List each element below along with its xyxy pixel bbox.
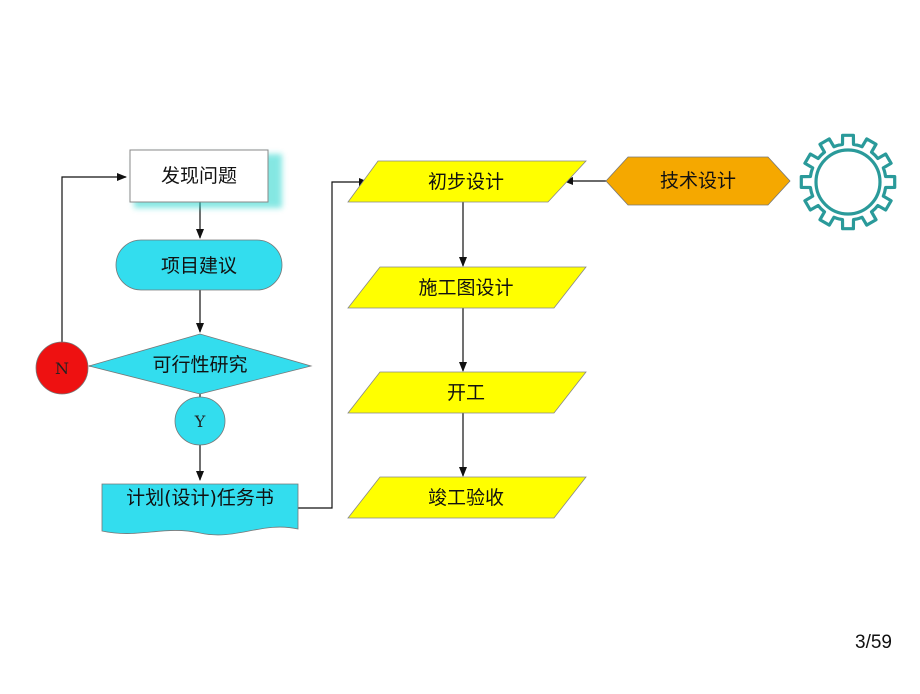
technical-label: 技术设计 — [660, 170, 736, 192]
page-number: 3/59 — [855, 632, 892, 653]
preliminary-label: 初步设计 — [428, 171, 504, 193]
task-book-label: 计划(设计)任务书 — [126, 487, 274, 509]
gear-icon — [799, 133, 897, 231]
arrow-no-to-discover — [61, 173, 127, 346]
node-start[interactable]: 开工 — [347, 371, 587, 414]
start-label: 开工 — [447, 382, 485, 404]
node-preliminary[interactable]: 初步设计 — [347, 160, 587, 203]
discover-label: 发现问题 — [161, 165, 237, 187]
node-task-book[interactable]: 计划(设计)任务书 — [101, 483, 299, 536]
proposal-label: 项目建议 — [161, 255, 237, 277]
feasibility-label: 可行性研究 — [152, 354, 247, 376]
node-no[interactable]: N — [35, 341, 89, 395]
completion-label: 竣工验收 — [428, 487, 504, 509]
no-label: N — [55, 359, 69, 378]
node-completion[interactable]: 竣工验收 — [347, 476, 587, 519]
connectors — [61, 173, 606, 509]
node-technical[interactable]: 技术设计 — [605, 156, 791, 206]
node-construction-drawing[interactable]: 施工图设计 — [347, 266, 587, 309]
node-yes[interactable]: Y — [174, 396, 226, 446]
node-feasibility[interactable]: 可行性研究 — [87, 333, 313, 395]
node-discover[interactable]: 发现问题 — [129, 149, 282, 208]
node-proposal[interactable]: 项目建议 — [115, 239, 283, 291]
yes-label: Y — [194, 412, 206, 431]
arrow-taskbook-to-preliminary — [298, 178, 369, 509]
construction-drawing-label: 施工图设计 — [418, 277, 513, 299]
